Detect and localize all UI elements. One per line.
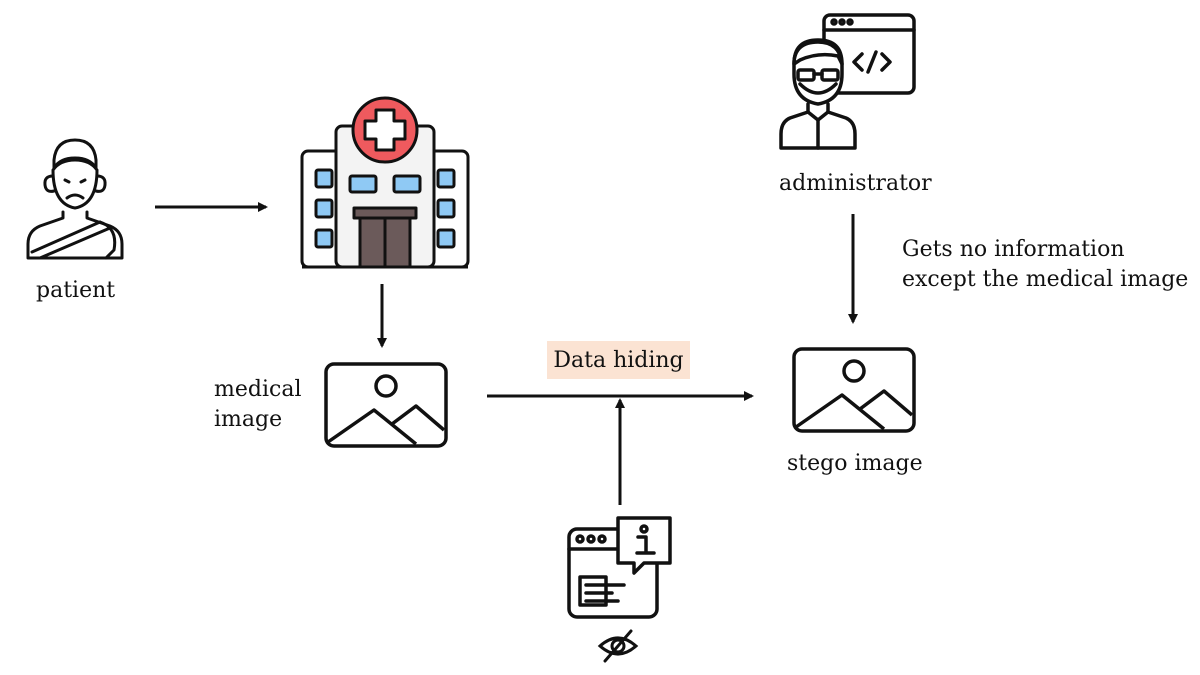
data-hiding-label: Data hiding [553, 347, 684, 373]
medical-image-label-line2: image [214, 407, 283, 432]
stego-image-icon [792, 347, 916, 433]
admin-note-line1: Gets no information [902, 237, 1125, 262]
hospital-icon [300, 96, 470, 269]
medical-image-icon [324, 362, 448, 448]
patient-icon [26, 138, 124, 260]
developer-icon [779, 13, 916, 150]
medical-image-label-line1: medical [214, 377, 302, 402]
eye-slash-icon [597, 629, 639, 663]
info-window-icon [567, 516, 672, 619]
patient-label: patient [36, 278, 116, 303]
stego-image-label: stego image [787, 451, 923, 476]
admin-note-line2: except the medical image [902, 267, 1189, 292]
data-hiding-box: Data hiding [547, 341, 690, 379]
administrator-label: administrator [779, 171, 932, 196]
